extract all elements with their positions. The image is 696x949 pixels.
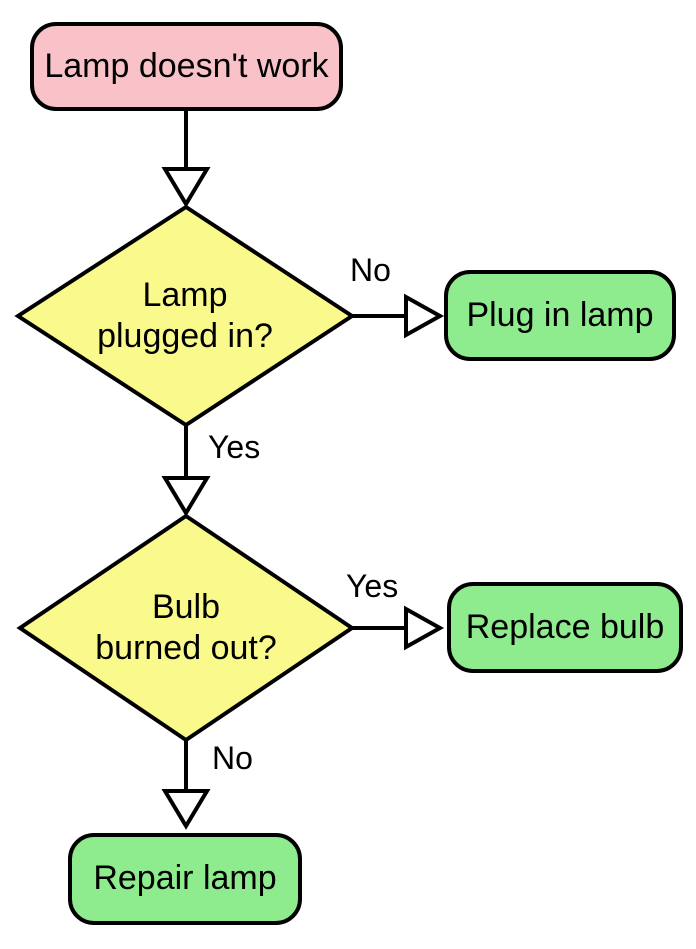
decision1-label-line1: Lamp <box>142 276 228 314</box>
arrowhead-right-icon <box>404 293 445 339</box>
edge-label-no: No <box>350 252 391 288</box>
decision2-label: Bulb burned out? <box>20 516 352 740</box>
edge-label-yes: Yes <box>346 568 399 604</box>
node-replace-bulb-label: Replace bulb <box>465 607 665 646</box>
decision1-diamond <box>14 204 356 428</box>
node-plug-in-lamp-label: Plug in lamp <box>466 295 654 334</box>
arrowhead-down-icon <box>161 476 211 517</box>
decision1-label: Lamp plugged in? <box>18 207 352 425</box>
arrowhead-right-icon <box>404 605 445 651</box>
decision2-label-line2: burned out? <box>95 629 277 667</box>
node-plug-in-lamp: Plug in lamp <box>444 270 676 361</box>
edge-label-no: No <box>212 740 253 776</box>
node-repair-lamp: Repair lamp <box>68 833 302 925</box>
arrowhead-down-icon <box>161 167 211 208</box>
decision1-label-line2: plugged in? <box>97 317 273 355</box>
decision2-label-line1: Bulb <box>151 588 221 626</box>
node-repair-lamp-label: Repair lamp <box>93 859 277 898</box>
node-start: Lamp doesn't work <box>30 22 343 111</box>
arrowhead-down-icon <box>161 789 211 830</box>
decision2-diamond <box>16 513 356 743</box>
node-replace-bulb: Replace bulb <box>447 582 683 673</box>
node-start-label: Lamp doesn't work <box>44 46 329 85</box>
edge-label-yes: Yes <box>208 429 261 465</box>
